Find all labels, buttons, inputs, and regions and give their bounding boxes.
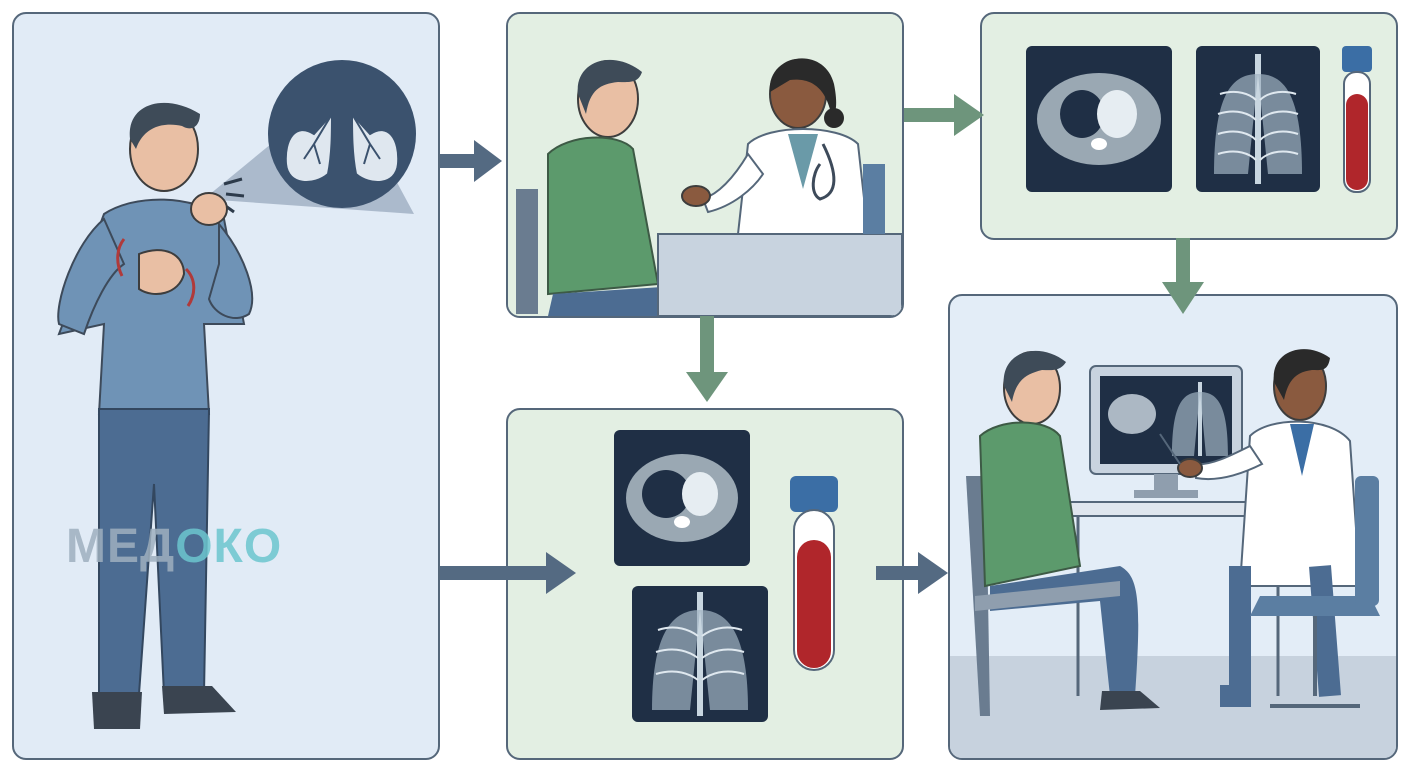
panel-symptoms: МЕДОКО (12, 12, 440, 760)
arrow-consultation-to-tests-bottom (686, 316, 728, 402)
patient-coughing-illustration (57, 60, 416, 729)
doctor-male (1159, 349, 1380, 708)
arrow-consultation-to-tests-top (904, 94, 984, 136)
desk (657, 233, 902, 316)
arrow-tests-bottom-to-review (876, 552, 948, 594)
lungs-icon (268, 60, 416, 208)
panel-tests-bottom (506, 408, 904, 760)
arrow-symptoms-to-consultation (440, 140, 502, 182)
patient-figure (57, 102, 254, 729)
panel-tests-top (980, 12, 1398, 240)
patient-seated (966, 350, 1160, 716)
watermark-text-accent: ОКО (175, 520, 283, 573)
consultation-illustration (508, 14, 902, 316)
chest-xray-icon (1196, 46, 1320, 192)
tests-top-illustration (1026, 46, 1372, 193)
chest-xray-icon (632, 586, 768, 722)
watermark-logo: МЕДОКО (66, 519, 282, 574)
chair-right (863, 164, 885, 234)
ct-scan-icon (1026, 46, 1172, 192)
pointer-pen (1159, 433, 1181, 465)
watermark-text-left: МЕД (66, 520, 176, 573)
panel-review (948, 294, 1398, 760)
stethoscope-icon (811, 143, 836, 201)
doctor-female (681, 58, 870, 235)
monitor-icon (1089, 365, 1243, 498)
chair-left (516, 189, 538, 314)
panel-consultation (506, 12, 904, 318)
arrow-symptoms-to-tests (440, 552, 576, 594)
ct-scan-icon (614, 430, 750, 566)
arrow-tests-top-to-review (1162, 238, 1204, 314)
review-illustration (950, 349, 1396, 758)
tests-bottom-illustration (614, 430, 838, 722)
blood-tube-icon (790, 476, 838, 671)
blood-tube-icon (1342, 46, 1372, 193)
